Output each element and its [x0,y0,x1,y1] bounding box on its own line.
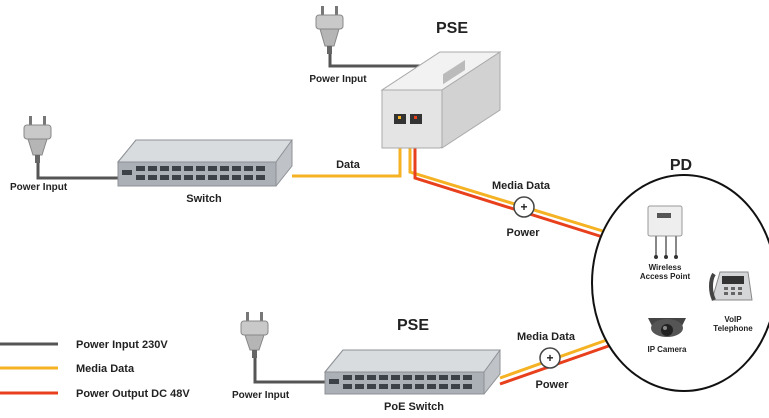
voip-label-2: Telephone [713,324,753,333]
poe-switch-device [323,349,501,395]
legend-label-power-input: Power Input 230V [76,339,168,351]
combiner-bottom [539,347,561,369]
poe-switch-label: PoE Switch [384,401,444,413]
media-data-top-label: Media Data [492,180,551,192]
pse-injector [380,51,502,149]
legend-label-media-data: Media Data [76,363,135,375]
plug-icon-left [23,116,52,163]
ip-camera-label: IP Camera [648,345,688,354]
legend-label-power-output: Power Output DC 48V [76,388,190,400]
power-cable-left [36,160,118,180]
data-label: Data [336,159,361,171]
pse-bottom-title: PSE [397,317,429,334]
power-input-left-label: Power Input [10,182,68,193]
switch-device [116,139,293,187]
power-input-bottom-label: Power Input [232,390,290,401]
pse-top-title: PSE [436,20,468,37]
ip-camera-icon [648,318,686,337]
voip-phone-icon [709,271,753,301]
power-cable-bottom [253,352,325,384]
plug-icon-bottom [240,312,269,358]
poe-cable-bottom-power [499,340,621,386]
legend: Power Input 230V Media Data Power Output… [0,339,190,400]
pd-boundary [591,174,769,392]
media-data-bottom-label: Media Data [517,331,576,343]
switch-label: Switch [186,193,222,205]
combiner-top-plus: + [520,200,527,214]
access-point-icon [647,205,683,259]
power-input-top-label: Power Input [309,74,367,85]
plug-icon-top [315,6,344,54]
wireless-label-1: Wireless [649,263,682,272]
voip-label-1: VoIP [724,315,742,324]
combiner-bottom-plus: + [546,351,553,365]
power-bottom-label: Power [535,379,569,391]
combiner-top [513,196,535,218]
power-top-label: Power [506,227,540,239]
pd-title: PD [670,157,692,174]
wireless-label-2: Access Point [640,272,691,281]
